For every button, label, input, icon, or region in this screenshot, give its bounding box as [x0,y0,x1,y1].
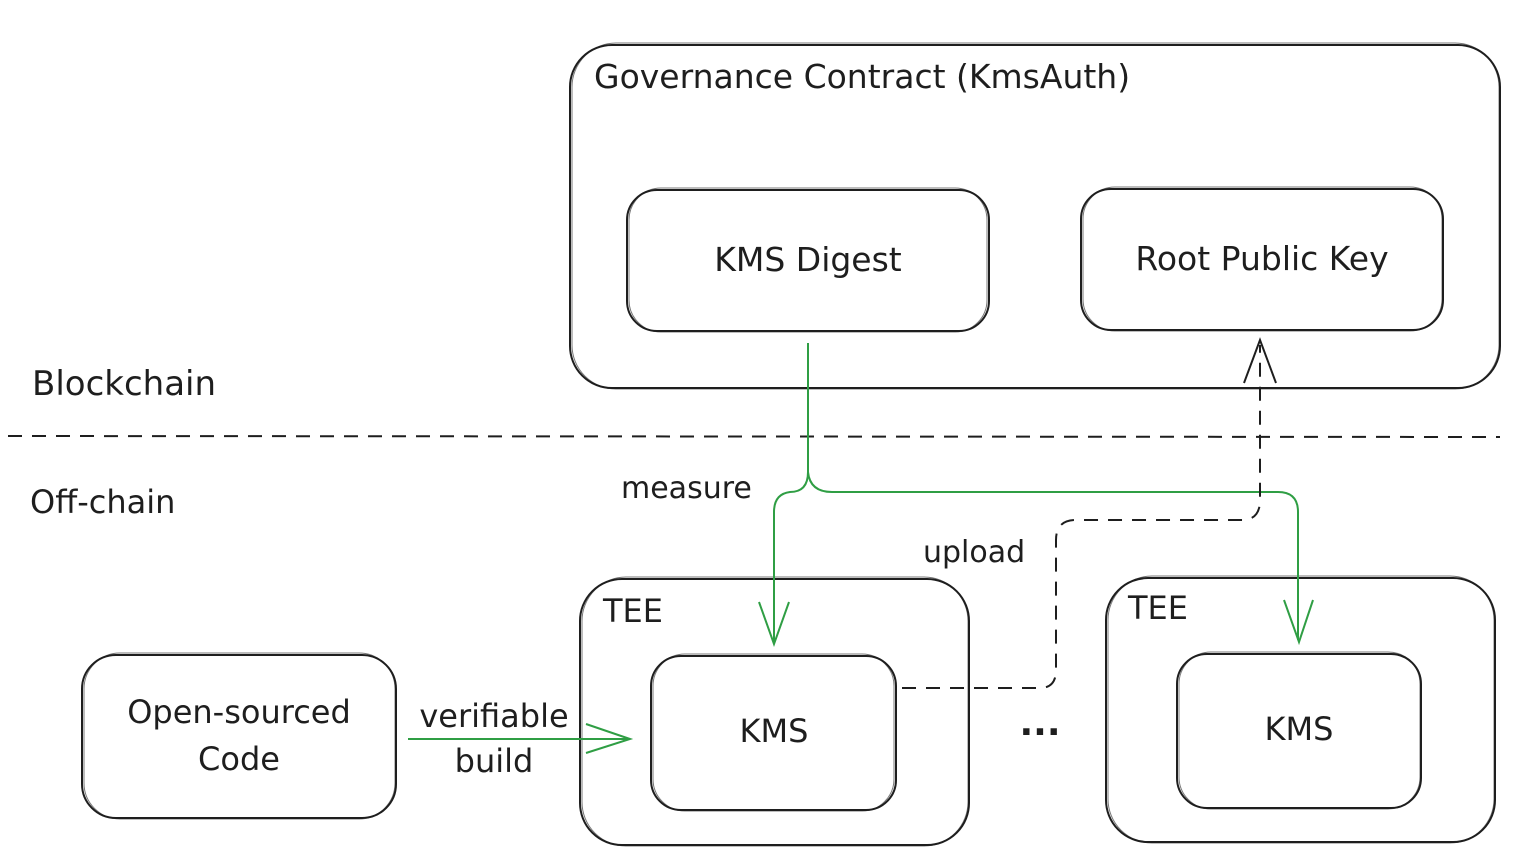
upload-arrow [902,337,1277,689]
offchain-zone-label: Off-chain [30,483,175,521]
root-public-key-label: Root Public Key [1135,239,1388,278]
open-sourced-code-box: Open-sourced Code [81,652,397,820]
governance-contract-title: Governance Contract (KmsAuth) [594,57,1130,96]
open-sourced-code-line1: Open-sourced [127,693,351,731]
kms-digest-label: KMS Digest [714,240,902,279]
upload-label: upload [923,535,1025,570]
zone-divider [7,435,1501,438]
kms-right-label: KMS [1265,710,1334,748]
verifiable-build-arrow [408,723,634,754]
measure-label: measure [621,471,752,506]
kms-digest-box: KMS Digest [626,187,990,333]
open-sourced-code-line2: Code [198,740,280,778]
verifiable-build-label-line2: build [455,742,534,780]
measure-arrows [758,343,1314,647]
more-tees-ellipsis: ... [1019,703,1060,744]
root-public-key-box: Root Public Key [1080,186,1444,332]
governance-contract-box: Governance Contract (KmsAuth) [569,42,1501,390]
verifiable-build-label-line1: verifiable [419,697,568,735]
kms-left-label: KMS [740,712,809,750]
kms-right-box: KMS [1176,651,1422,810]
kms-left-box: KMS [650,653,897,812]
tee-right-box: TEE [1105,575,1496,844]
blockchain-zone-label: Blockchain [32,364,216,404]
tee-left-label: TEE [602,592,663,630]
tee-right-label: TEE [1127,589,1188,627]
